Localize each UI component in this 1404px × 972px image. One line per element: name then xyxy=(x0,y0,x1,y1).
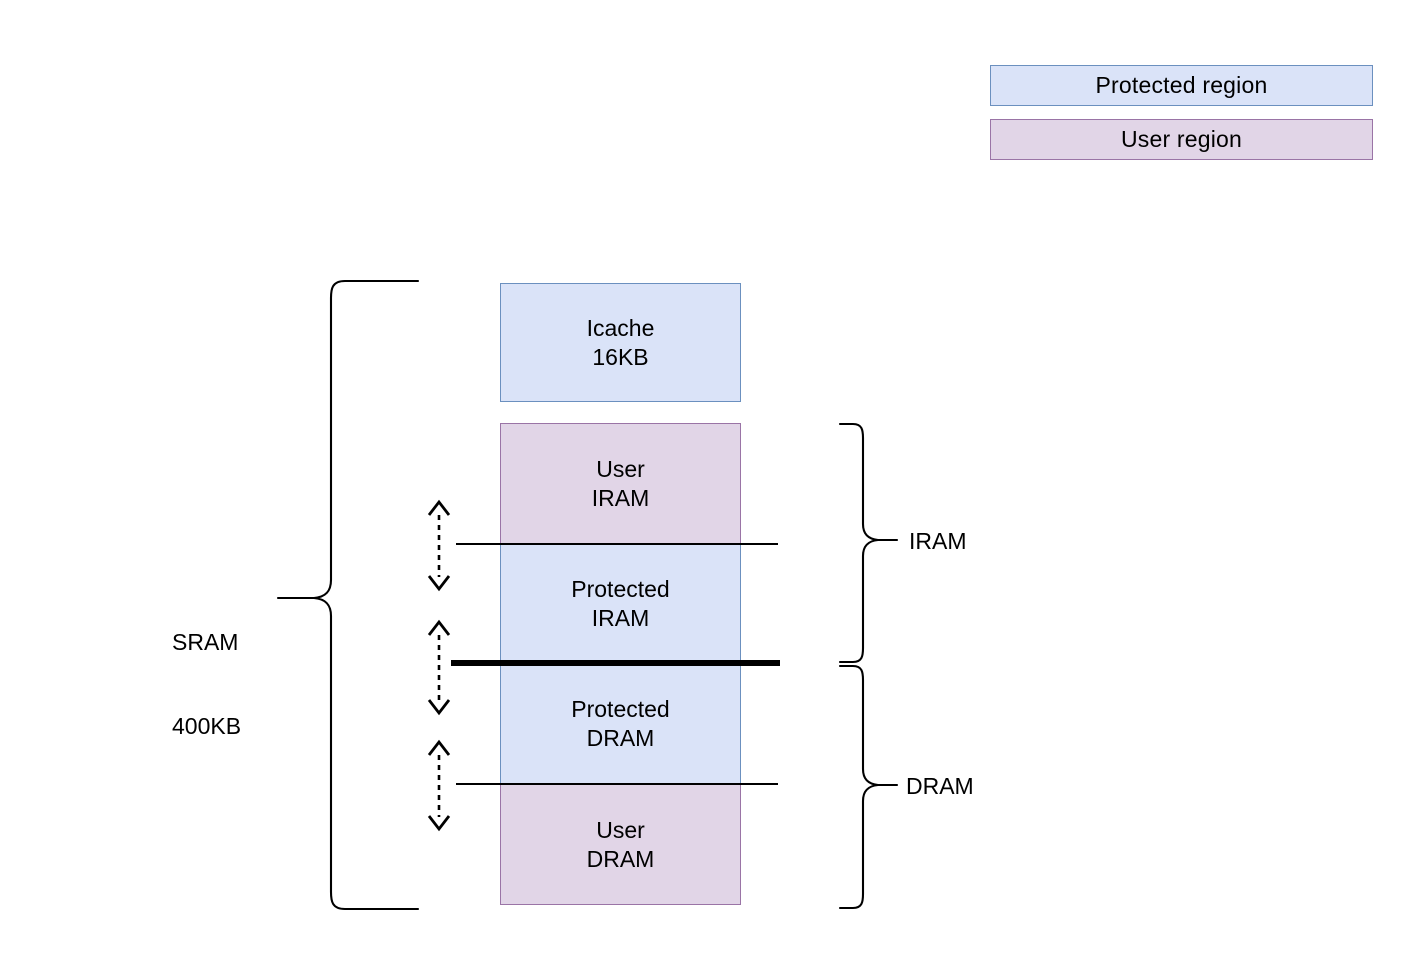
memory-block-user-dram: User DRAM xyxy=(500,784,741,905)
sram-total-label-line2: 400KB xyxy=(172,713,242,740)
legend-label-protected-region: Protected region xyxy=(1095,72,1268,98)
resize-arrow-protected-iram xyxy=(427,619,451,716)
resize-arrow-user-dram xyxy=(427,739,451,832)
boundary-line-user-iram xyxy=(456,543,778,545)
sram-total-label: SRAM 400KB xyxy=(172,572,241,768)
group-label-iram: IRAM xyxy=(909,528,967,554)
memory-block-protected-dram-line2: DRAM xyxy=(586,724,655,751)
memory-block-protected-iram-line1: Protected xyxy=(571,576,670,603)
legend-label-user-region: User region xyxy=(1120,126,1243,152)
legend-item-user-region: User region xyxy=(990,119,1373,160)
group-label-dram: DRAM xyxy=(906,773,974,799)
resize-arrow-user-iram xyxy=(427,499,451,592)
memory-block-protected-iram: Protected IRAM xyxy=(500,544,741,663)
boundary-line-user-dram xyxy=(456,783,778,785)
boundary-line-iram-dram xyxy=(451,660,780,666)
memory-block-icache-line1: Icache xyxy=(586,315,655,342)
sram-brace xyxy=(276,279,420,911)
memory-block-user-dram-line1: User xyxy=(596,817,645,844)
memory-block-user-iram-line1: User xyxy=(596,456,645,483)
memory-block-protected-dram: Protected DRAM xyxy=(500,663,741,784)
memory-block-user-iram-line2: IRAM xyxy=(591,484,650,511)
memory-block-protected-iram-line2: IRAM xyxy=(591,604,650,631)
memory-block-icache: Icache 16KB xyxy=(500,283,741,402)
sram-total-label-line1: SRAM xyxy=(172,629,239,656)
dram-brace xyxy=(838,664,899,910)
memory-block-user-dram-line2: DRAM xyxy=(586,845,655,872)
memory-block-user-iram: User IRAM xyxy=(500,423,741,544)
iram-brace xyxy=(838,422,899,664)
memory-block-protected-dram-line1: Protected xyxy=(571,696,670,723)
legend-item-protected-region: Protected region xyxy=(990,65,1373,106)
memory-block-icache-line2: 16KB xyxy=(592,343,649,370)
